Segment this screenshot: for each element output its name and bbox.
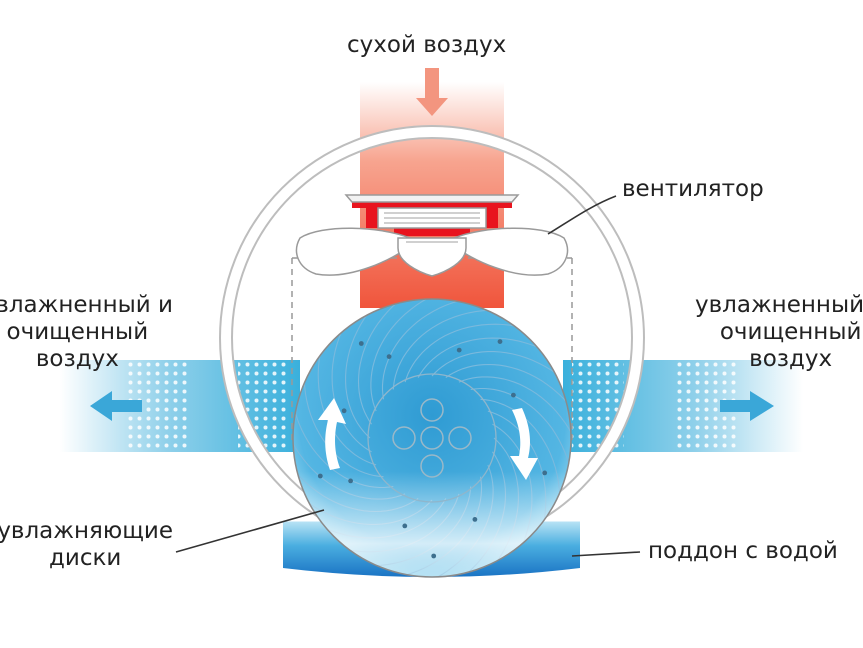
out-arrow-right [720,391,774,421]
out-arrow-left [90,391,142,421]
leader-fan [547,195,617,235]
humidifying-disc [292,298,572,578]
disc-rivet [497,339,503,344]
disc-rivet [317,473,323,479]
disc-rivet [431,553,437,559]
fan-hub [397,237,467,277]
disc-rivet [511,392,516,398]
disc-rivet [456,347,462,353]
disc-rivet [402,523,408,529]
leader-discs [175,509,325,553]
disc-rivet [341,408,347,414]
leader-tray [571,551,641,557]
fan-blade-left [295,227,411,276]
label-fan: вентилятор [622,176,764,202]
disc-rivet [472,517,478,522]
disc-rivet [386,354,392,359]
disc-rivet [348,478,353,484]
fan-blade-right [453,227,569,276]
label-water-tray: поддон с водой [648,538,838,564]
label-output-air-left: увлажненный и очищенный воздух [0,292,173,372]
label-output-air-right: увлажненный и очищенный воздух [695,292,863,372]
label-humidifying-discs: увлажняющие диски [0,518,173,571]
dry-air-arrow [416,68,448,116]
disc-rivet [542,470,548,476]
rotation-arrow-down [510,408,538,480]
disc-rivet [358,341,364,346]
rotation-arrow-up [318,398,346,470]
label-dry-air: сухой воздух [347,32,507,58]
